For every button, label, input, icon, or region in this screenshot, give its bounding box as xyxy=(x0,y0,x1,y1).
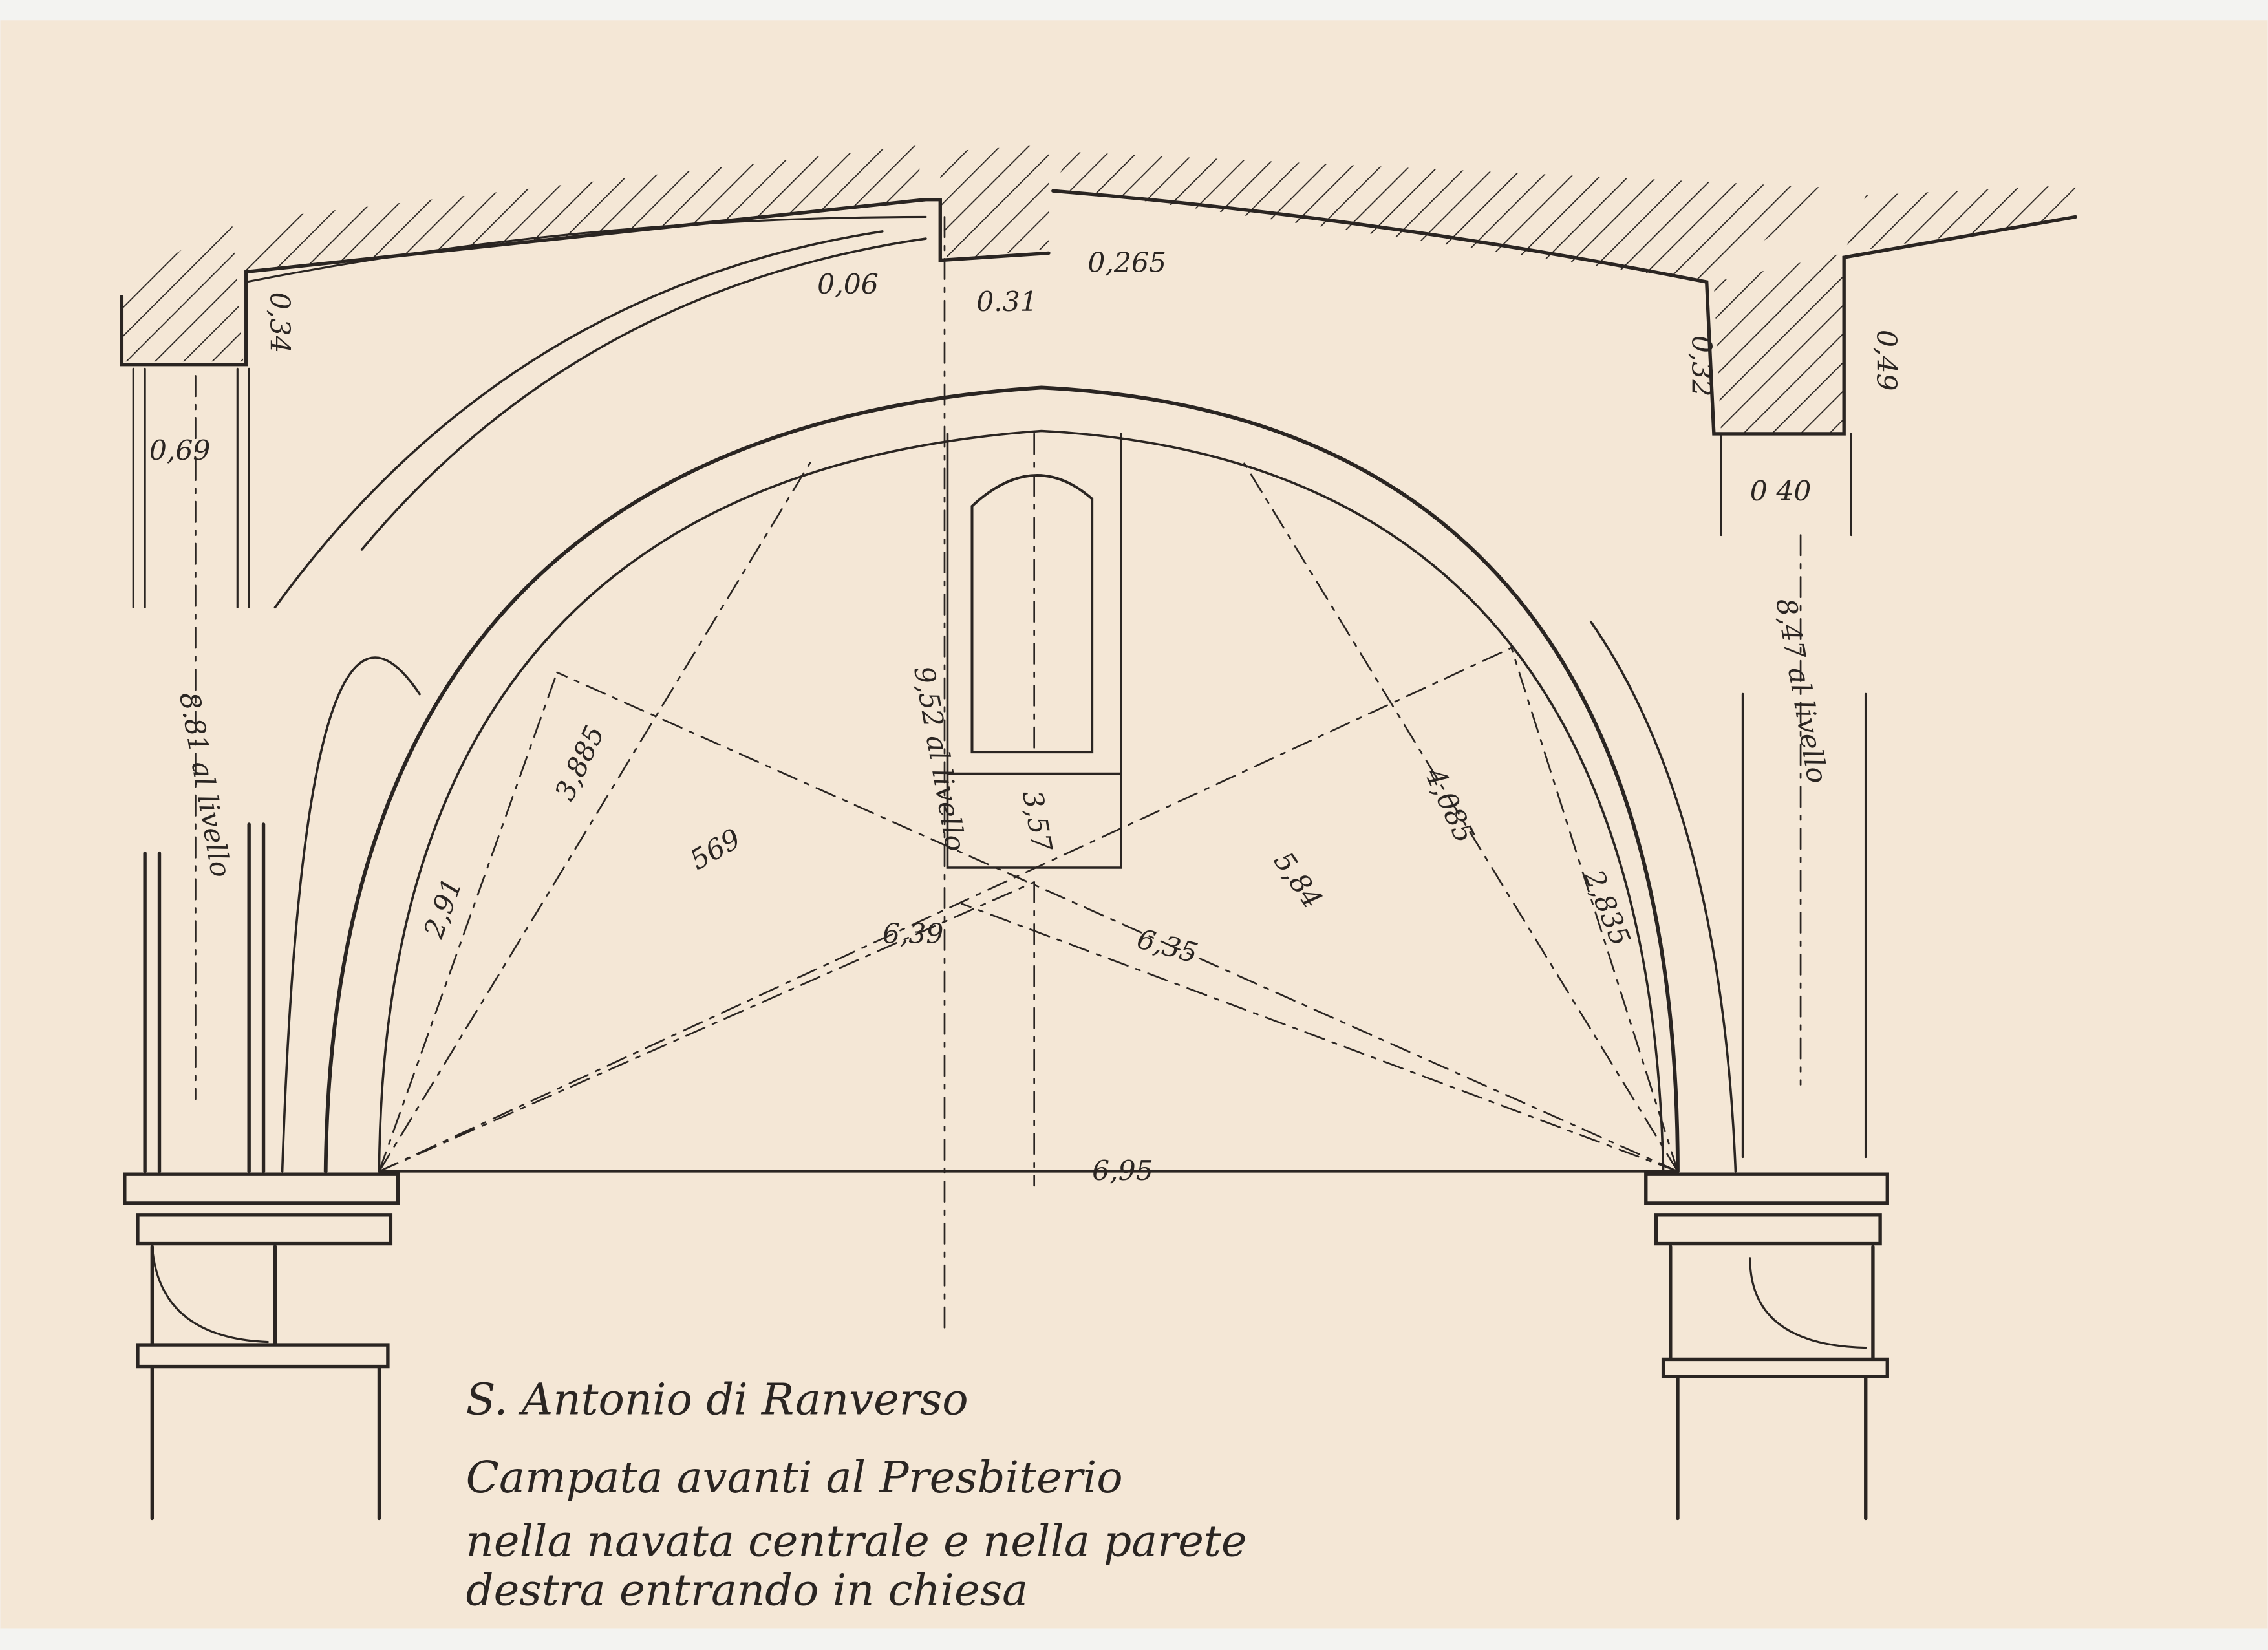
title-line-2: Campata avanti al Presbiterio xyxy=(466,1452,1123,1503)
title-inscription: S. Antonio di Ranverso Campata avanti al… xyxy=(466,1374,1247,1615)
title-line-1: S. Antonio di Ranverso xyxy=(466,1374,968,1424)
dim-right-wall-left: 0,32 xyxy=(1685,336,1717,397)
dim-left-pier: 0,69 xyxy=(149,435,211,467)
title-line-4: destra entrando in chiesa xyxy=(466,1565,1028,1616)
paper xyxy=(0,20,2268,1629)
outline-lines xyxy=(120,189,2077,1521)
dim-right-wall-right: 0,49 xyxy=(1870,330,1902,391)
dim-top-right-step: 0,265 xyxy=(1087,247,1166,279)
dim-top-step: 0,06 xyxy=(817,269,879,301)
dim-left-wall: 0,34 xyxy=(264,292,295,354)
wall-section-hatching xyxy=(122,144,2076,434)
dim-span: 6,95 xyxy=(1092,1155,1153,1187)
dim-right-pier: 0 40 xyxy=(1750,476,1812,508)
construction-lines xyxy=(195,216,1802,1332)
dim-diag-left-long: 6,39 xyxy=(883,918,944,950)
title-line-3: nella navata centrale e nella parete xyxy=(466,1516,1247,1567)
dim-top-pilaster: 0.31 xyxy=(976,286,1038,318)
